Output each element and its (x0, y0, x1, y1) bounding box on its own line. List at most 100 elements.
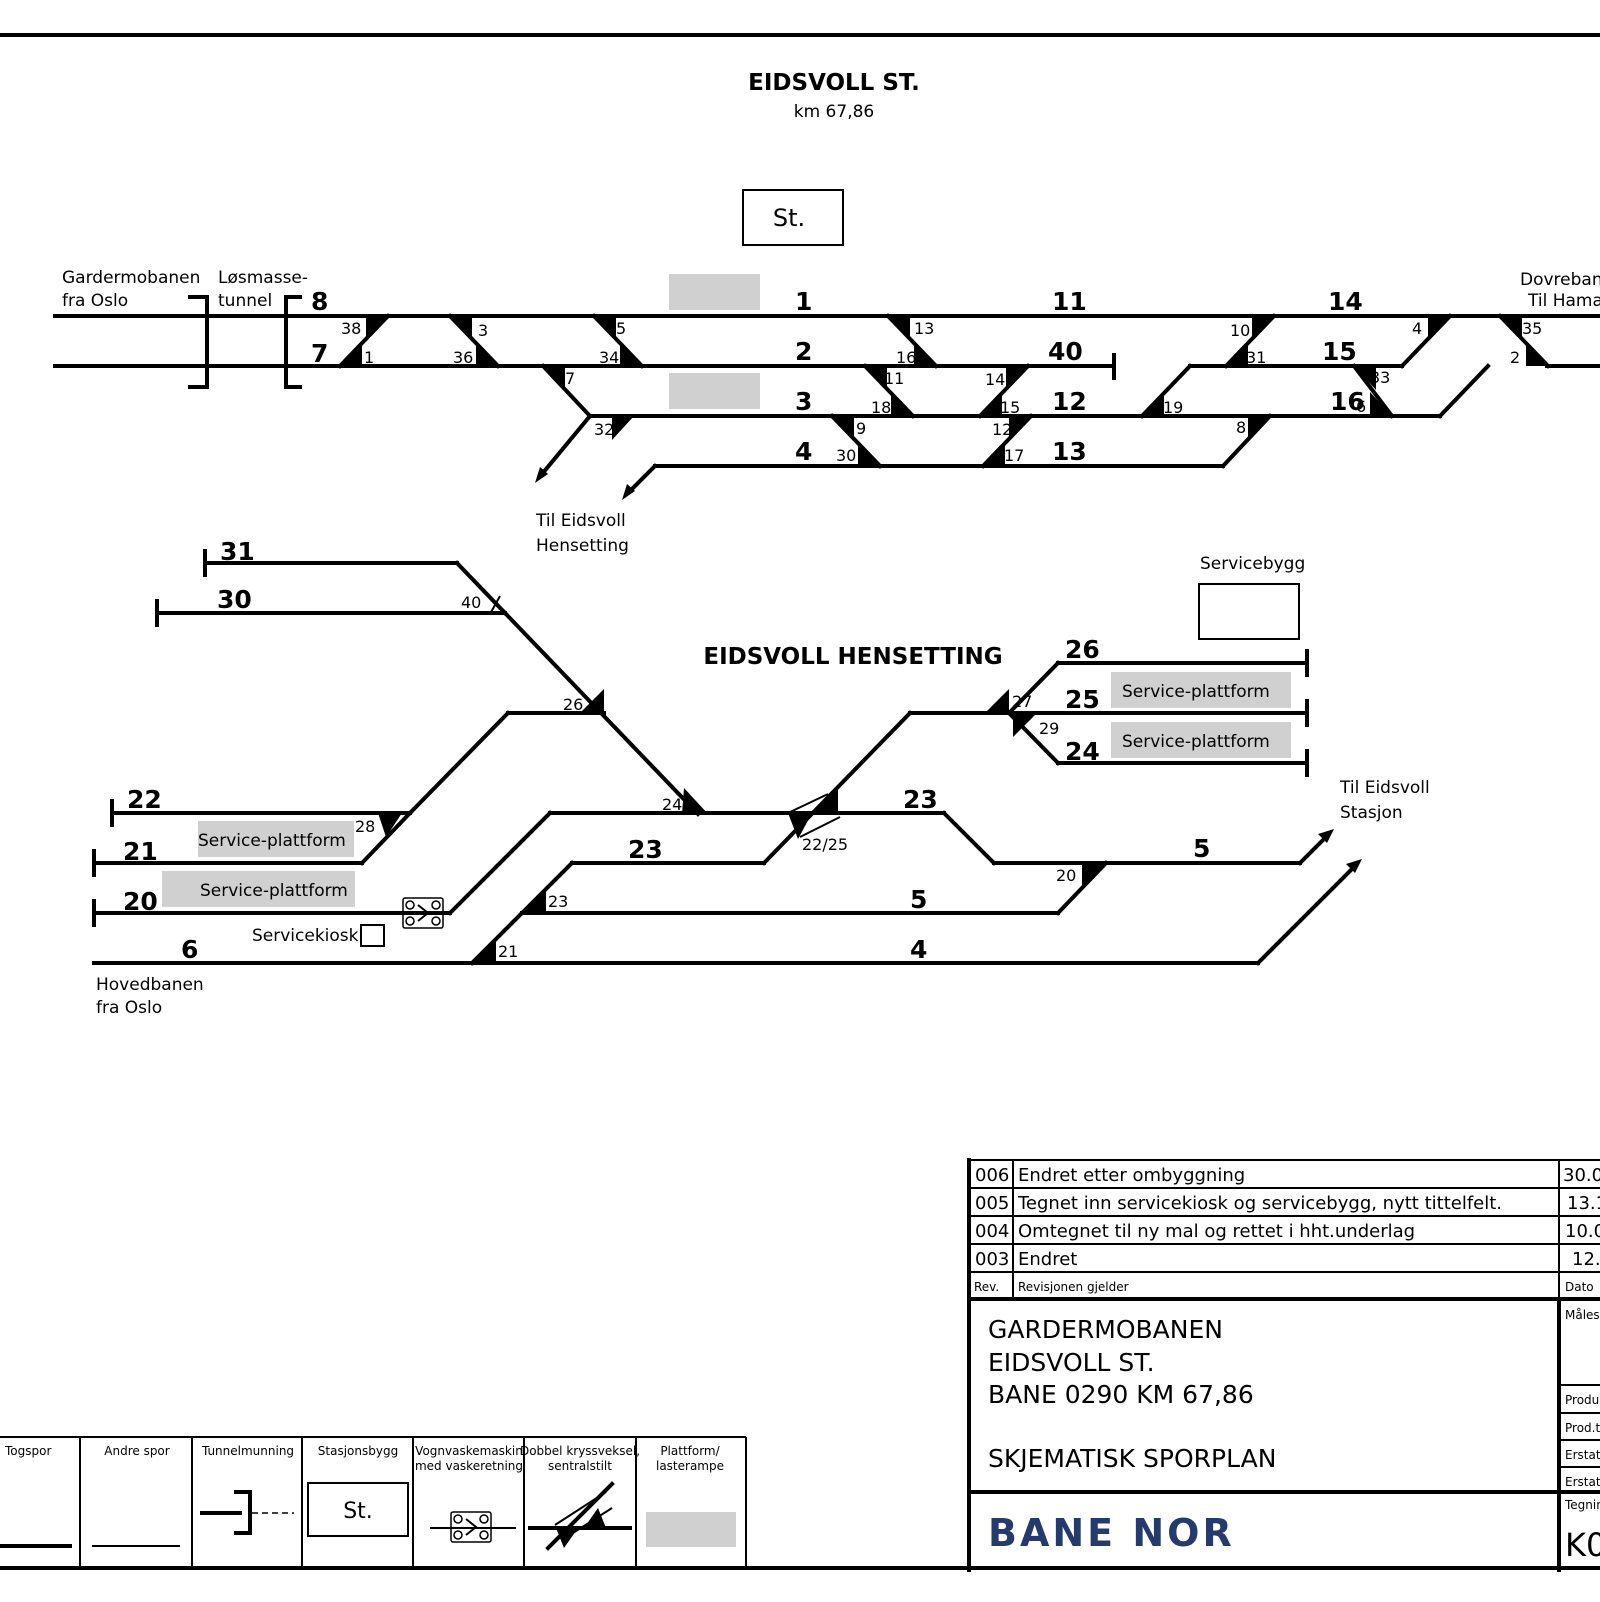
arrow-line-2 (1255, 866, 1355, 966)
track-number-4: 4 (795, 437, 812, 466)
label-dovrebanen: Dovrebanen (1520, 270, 1600, 290)
label-gardermobanen: Gardermobanen (62, 268, 200, 288)
legend-label-platform-2: lasterampe (656, 1459, 724, 1473)
legend-label-kryss-2: sentralstilt (548, 1459, 612, 1473)
legend-car-wash-icon (430, 1511, 516, 1543)
diagonal-26 (1006, 660, 1061, 716)
switch-mark-31 (1226, 342, 1248, 366)
rev-date: 30.01 (1563, 1165, 1600, 1186)
switch-number: 26 (563, 695, 583, 714)
servicekiosk-box (360, 924, 385, 947)
track-number-2: 2 (795, 337, 812, 366)
rev-text: Endret etter ombyggning (1018, 1165, 1245, 1186)
track-number-7: 7 (311, 339, 328, 368)
switch-number: 32 (594, 420, 614, 439)
label-service-platform-25: Service-plattform (1122, 682, 1270, 702)
switch-mark-4 (1428, 316, 1450, 340)
station-title: EIDSVOLL ST. (748, 70, 920, 96)
switch-mark-1 (340, 342, 362, 366)
field-erstatter: Erstat (1565, 1448, 1600, 1462)
tunnel-portal-east (284, 295, 302, 389)
track-21-link (359, 810, 413, 866)
track-number-30: 30 (217, 585, 252, 614)
switch-mark-24 (682, 788, 708, 814)
switch-mark-19 (1142, 392, 1164, 416)
service-platform-25 (1111, 672, 1291, 708)
switch-number: 2 (1510, 348, 1520, 367)
branch-arrow-1 (535, 467, 548, 483)
crossover-33 (1351, 363, 1395, 419)
switch-mark-23 (522, 889, 546, 913)
switch-number: 9 (856, 419, 866, 438)
track-number-12: 12 (1052, 387, 1087, 416)
legend-label-vognvask-1: Vognvaskemaskin (415, 1444, 523, 1458)
switch-mark-34 (620, 342, 642, 366)
rev-text: Omtegnet til ny mal og rettet i hht.unde… (1018, 1221, 1415, 1242)
track-number-26: 26 (1065, 635, 1100, 664)
switch-number: 7 (565, 369, 575, 388)
switch-mark-5 (594, 316, 616, 340)
label-service-platform-24: Service-plattform (1122, 732, 1270, 752)
rev-number: 005 (975, 1193, 1009, 1214)
switch-number: 17 (1004, 446, 1024, 465)
switch-mark-35 (1500, 316, 1522, 340)
service-platform-20 (162, 871, 355, 907)
switch-mark-13 (888, 316, 910, 340)
rev-header-text: Revisjonen gjelder (1018, 1280, 1129, 1294)
legend-label-tunnel: Tunnelmunning (201, 1444, 294, 1458)
switch-40-tick (489, 595, 501, 615)
label-hensetting: Hensetting (536, 536, 629, 556)
track-5-link (1055, 860, 1109, 916)
arrow-line-1 (1297, 836, 1327, 866)
track-number-22: 22 (127, 785, 162, 814)
label-losmasse: Løsmasse- (218, 268, 308, 288)
branch-arrow-2 (622, 484, 635, 500)
switch-number: 35 (1522, 319, 1542, 338)
switch-number: 40 (461, 593, 481, 612)
track-number-24: 24 (1065, 737, 1100, 766)
switch-mark-2 (1526, 342, 1548, 366)
switch-mark-11 (865, 366, 887, 390)
legend-label-platform-1: Plattform/ (660, 1444, 720, 1458)
cross-tick-1 (787, 793, 829, 814)
track-31-link (454, 560, 508, 616)
legend-label-kryss-1: Dobbel kryssveksel, (520, 1444, 640, 1458)
switch-number: 38 (341, 319, 361, 338)
switch-number: 5 (616, 319, 626, 338)
branch-to-hensetting-1 (539, 413, 593, 477)
switch-number: 13 (914, 319, 934, 338)
hensetting-title: EIDSVOLL HENSETTING (703, 644, 1002, 670)
switch-number: 12 (992, 420, 1012, 439)
track-number-40: 40 (1048, 337, 1083, 366)
arrow-to-stasjon-2 (1346, 859, 1362, 873)
platform-lower (669, 373, 760, 409)
switch-mark-16 (914, 342, 936, 366)
rev-header-rev: Rev. (974, 1280, 999, 1294)
switch-number: 30 (836, 446, 856, 465)
switch-number: 8 (1236, 418, 1246, 437)
car-wash-icon (400, 897, 448, 929)
label-til-eidsvoll: Til Eidsvoll (535, 511, 626, 531)
title-line-3: BANE 0290 KM 67,86 (988, 1380, 1254, 1409)
rev-date: 13.11 (1567, 1193, 1600, 1214)
switch-number: 28 (355, 817, 375, 836)
switch-number: 34 (599, 348, 619, 367)
track-number-20: 20 (123, 887, 158, 916)
switch-mark-14 (1006, 366, 1028, 390)
title-line-1: GARDERMOBANEN (988, 1315, 1223, 1344)
rev-number: 004 (975, 1221, 1009, 1242)
branch-to-hensetting-2 (627, 463, 658, 494)
switch-number: 16 (896, 348, 916, 367)
switch-number: 10 (1230, 321, 1250, 340)
legend-label-stasjonsbygg: Stasjonsbygg (318, 1444, 398, 1458)
switch-number: 6 (1356, 397, 1366, 416)
switch-mark-21 (472, 939, 496, 963)
switch-number: 36 (453, 348, 473, 367)
track-number-16: 16 (1330, 387, 1365, 416)
cross-tick-2 (799, 816, 841, 838)
track-16-link (1437, 363, 1491, 419)
hensetting-track-layout (92, 549, 1362, 966)
switch-number: 21 (498, 942, 518, 961)
switch-mark-12 (1009, 416, 1031, 440)
